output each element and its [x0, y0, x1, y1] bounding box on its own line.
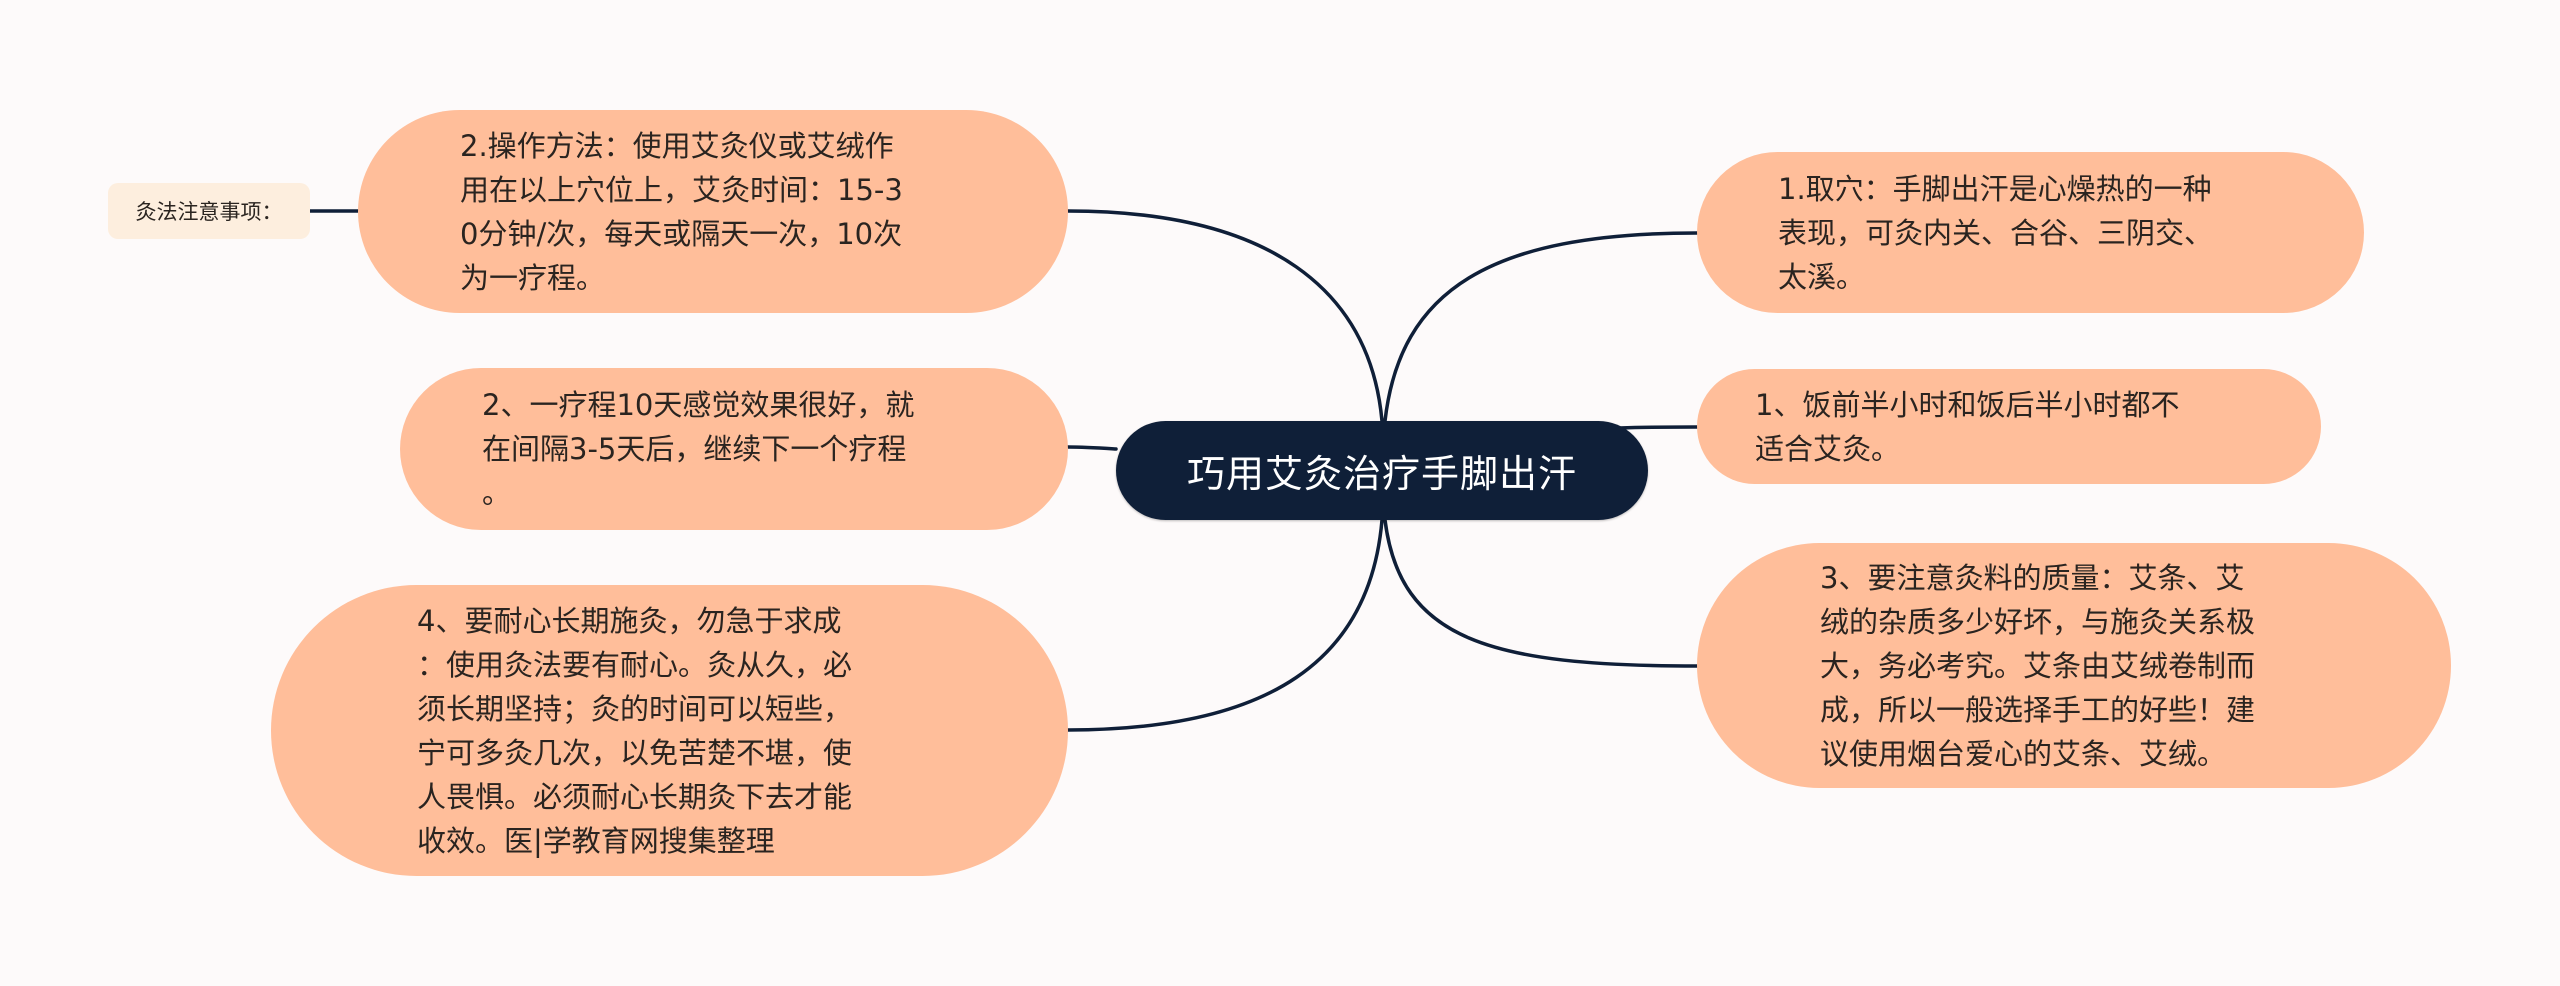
- label-node-text: 灸法注意事项：: [135, 200, 283, 224]
- branch-node-text: 2.操作方法：使用艾灸仪或艾绒作 用在以上穴位上，艾灸时间：15-3 0分钟/次…: [460, 128, 903, 295]
- connector-root-right-2: [1618, 425, 1699, 430]
- connector-root-left-3: [1066, 518, 1384, 732]
- branch-node-text: 4、要耐心长期施灸，勿急于求成 ：使用灸法要有耐心。灸从久，必 须长期坚持；灸的…: [417, 603, 853, 858]
- branch-node-acupoints[interactable]: 1.取穴：手脚出汗是心燥热的一种 表现，可灸内关、合谷、三阴交、 太溪。: [1697, 152, 2364, 313]
- connector-root-right-1: [1383, 231, 1699, 423]
- branch-node-text: 3、要注意灸料的质量：艾条、艾 绒的杂质多少好坏，与施灸关系极 大，务必考究。艾…: [1820, 560, 2256, 771]
- connector-root-right-3: [1383, 518, 1699, 668]
- branch-node-text: 2、一疗程10天感觉效果很好，就 在间隔3-5天后，继续下一个疗程 。: [482, 388, 915, 510]
- branch-node-text: 1、饭前半小时和饭后半小时都不 适合艾灸。: [1755, 387, 2180, 466]
- branch-node-meal-timing[interactable]: 1、饭前半小时和饭后半小时都不 适合艾灸。: [1697, 369, 2321, 484]
- label-node-moxibustion-notes[interactable]: 灸法注意事项：: [108, 183, 310, 239]
- branch-node-operation-method[interactable]: 2.操作方法：使用艾灸仪或艾绒作 用在以上穴位上，艾灸时间：15-3 0分钟/次…: [358, 110, 1068, 313]
- connector-root-left-1: [1066, 209, 1384, 423]
- connector-root-left-2: [1066, 445, 1118, 451]
- branch-node-text: 1.取穴：手脚出汗是心燥热的一种 表现，可灸内关、合谷、三阴交、 太溪。: [1778, 171, 2214, 294]
- root-topic-node[interactable]: 巧用艾灸治疗手脚出汗: [1116, 421, 1648, 520]
- branch-node-patience[interactable]: 4、要耐心长期施灸，勿急于求成 ：使用灸法要有耐心。灸从久，必 须长期坚持；灸的…: [271, 585, 1068, 876]
- branch-node-treatment-course[interactable]: 2、一疗程10天感觉效果很好，就 在间隔3-5天后，继续下一个疗程 。: [400, 368, 1068, 530]
- branch-node-material-quality[interactable]: 3、要注意灸料的质量：艾条、艾 绒的杂质多少好坏，与施灸关系极 大，务必考究。艾…: [1697, 543, 2451, 788]
- root-topic-title: 巧用艾灸治疗手脚出汗: [1186, 452, 1577, 496]
